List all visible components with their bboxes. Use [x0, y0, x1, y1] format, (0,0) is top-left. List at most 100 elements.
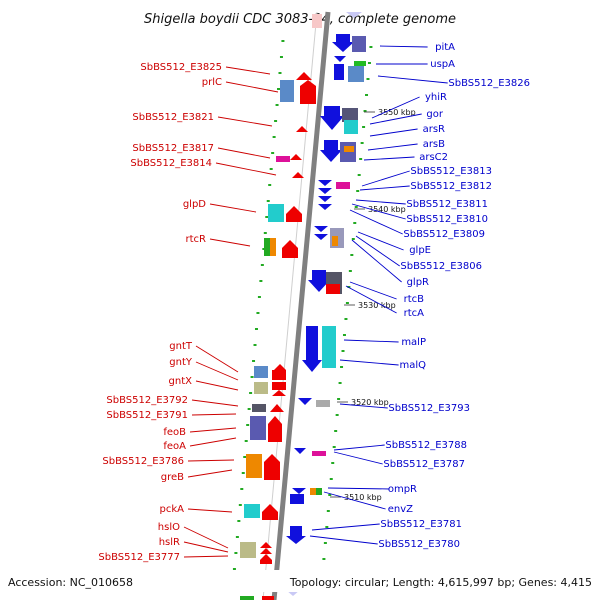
- gene-label-right[interactable]: rtcA: [404, 308, 425, 319]
- gene-arrow-forward[interactable]: [274, 364, 286, 370]
- gene-label-right[interactable]: malQ: [399, 360, 426, 371]
- gene-label-left[interactable]: SbBS512_E3814: [130, 158, 212, 169]
- gene-label-right[interactable]: arsR: [423, 124, 445, 135]
- gene-block[interactable]: [352, 36, 366, 52]
- gene-arrow-forward[interactable]: [300, 80, 316, 104]
- gene-arrow-reverse[interactable]: [318, 180, 332, 186]
- gene-arrow-forward[interactable]: [270, 404, 284, 412]
- gene-block[interactable]: [252, 404, 266, 412]
- gene-label-right[interactable]: malP: [401, 337, 426, 348]
- gene-block[interactable]: [272, 382, 286, 390]
- gene-block[interactable]: [344, 120, 358, 134]
- gene-arrow-reverse[interactable]: [334, 56, 346, 62]
- gene-label-left[interactable]: SbBS512_E3777: [98, 552, 180, 563]
- gene-label-left[interactable]: rtcR: [186, 234, 207, 245]
- gene-label-right[interactable]: ompR: [388, 484, 417, 495]
- gene-label-right[interactable]: uspA: [430, 59, 455, 70]
- gene-label-right[interactable]: arsC2: [419, 152, 448, 163]
- gene-label-left[interactable]: prlC: [202, 77, 222, 88]
- gene-arrow-reverse[interactable]: [308, 270, 330, 292]
- gene-block[interactable]: [336, 182, 350, 189]
- gene-label-left[interactable]: glpD: [183, 199, 206, 210]
- gene-block[interactable]: [334, 64, 344, 80]
- gene-label-left[interactable]: feoB: [163, 427, 186, 438]
- gene-block[interactable]: [240, 542, 256, 558]
- gene-label-right[interactable]: pitA: [435, 42, 455, 53]
- gene-arrow-forward[interactable]: [260, 548, 272, 554]
- gene-block[interactable]: [348, 66, 364, 82]
- gene-arrow-reverse[interactable]: [294, 448, 306, 454]
- gene-label-right[interactable]: gor: [426, 109, 443, 120]
- gene-label-right[interactable]: SbBS512_E3787: [383, 459, 465, 470]
- gene-arrow-reverse[interactable]: [318, 204, 332, 210]
- gene-block[interactable]: [316, 400, 330, 407]
- gene-block[interactable]: [316, 488, 322, 495]
- gene-label-right[interactable]: SbBS512_E3780: [378, 539, 460, 550]
- gene-arrow-forward[interactable]: [272, 390, 286, 396]
- gene-block[interactable]: [344, 146, 354, 152]
- gene-label-left[interactable]: gntX: [169, 376, 193, 387]
- gene-block[interactable]: [270, 238, 276, 256]
- gene-block[interactable]: [280, 80, 294, 102]
- gene-label-left[interactable]: SbBS512_E3821: [132, 112, 214, 123]
- gene-arrow-reverse[interactable]: [332, 34, 354, 52]
- gene-arrow-forward[interactable]: [286, 206, 302, 222]
- gene-label-right[interactable]: arsB: [423, 139, 445, 150]
- gene-arrow-reverse[interactable]: [314, 226, 328, 232]
- gene-label-right[interactable]: SbBS512_E3781: [380, 519, 462, 530]
- gene-arrow-reverse[interactable]: [286, 526, 306, 544]
- gene-label-left[interactable]: hslO: [158, 522, 180, 533]
- gene-label-right[interactable]: glpE: [409, 245, 431, 256]
- gene-label-left[interactable]: hslR: [159, 537, 180, 548]
- gene-block[interactable]: [322, 326, 336, 368]
- gene-label-left[interactable]: feoA: [163, 441, 186, 452]
- gene-arrow-forward[interactable]: [296, 72, 312, 80]
- gene-block[interactable]: [332, 236, 338, 246]
- gene-block[interactable]: [310, 488, 316, 495]
- gene-label-right[interactable]: SbBS512_E3812: [410, 181, 492, 192]
- gene-block[interactable]: [244, 504, 260, 518]
- gene-block[interactable]: [268, 204, 284, 222]
- gene-label-right[interactable]: glpR: [407, 277, 429, 288]
- gene-label-right[interactable]: SbBS512_E3810: [406, 214, 488, 225]
- gene-block[interactable]: [312, 451, 326, 456]
- gene-arrow-reverse[interactable]: [318, 196, 332, 202]
- gene-label-right[interactable]: SbBS512_E3809: [403, 229, 485, 240]
- gene-block[interactable]: [246, 454, 262, 478]
- gene-block[interactable]: [254, 382, 268, 394]
- gene-arrow-reverse[interactable]: [302, 326, 322, 372]
- gene-arrow-reverse[interactable]: [292, 488, 306, 494]
- gene-block[interactable]: [290, 494, 304, 504]
- gene-block[interactable]: [260, 560, 272, 564]
- gene-block[interactable]: [264, 238, 270, 256]
- gene-block[interactable]: [276, 156, 290, 162]
- gene-label-left[interactable]: SbBS512_E3786: [102, 456, 184, 467]
- gene-arrow-reverse[interactable]: [314, 234, 328, 240]
- gene-arrow-forward[interactable]: [260, 542, 272, 548]
- gene-label-left[interactable]: SbBS512_E3825: [140, 62, 222, 73]
- gene-arrow-reverse[interactable]: [320, 140, 342, 162]
- gene-label-left[interactable]: SbBS512_E3792: [106, 395, 188, 406]
- gene-arrow-forward[interactable]: [290, 154, 302, 160]
- gene-arrow-reverse[interactable]: [298, 398, 312, 405]
- gene-label-left[interactable]: SbBS512_E3791: [106, 410, 188, 421]
- gene-arrow-forward[interactable]: [292, 172, 304, 178]
- gene-label-left[interactable]: SbBS512_E3817: [132, 143, 214, 154]
- gene-block[interactable]: [272, 370, 286, 380]
- gene-block[interactable]: [254, 366, 268, 378]
- gene-label-right[interactable]: envZ: [388, 504, 413, 515]
- gene-label-right[interactable]: SbBS512_E3788: [385, 440, 467, 451]
- gene-arrow-reverse[interactable]: [320, 106, 344, 130]
- gene-block[interactable]: [326, 284, 340, 294]
- gene-block[interactable]: [250, 416, 266, 440]
- gene-label-right[interactable]: yhiR: [425, 92, 447, 103]
- gene-block[interactable]: [354, 61, 366, 66]
- gene-arrow-forward[interactable]: [262, 504, 278, 520]
- gene-label-right[interactable]: rtcB: [404, 294, 425, 305]
- gene-label-left[interactable]: pckA: [160, 504, 185, 515]
- gene-label-right[interactable]: SbBS512_E3811: [406, 199, 488, 210]
- gene-arrow-reverse[interactable]: [318, 188, 332, 194]
- gene-label-right[interactable]: SbBS512_E3806: [400, 261, 482, 272]
- gene-block[interactable]: [342, 108, 358, 122]
- gene-label-right[interactable]: SbBS512_E3826: [448, 78, 530, 89]
